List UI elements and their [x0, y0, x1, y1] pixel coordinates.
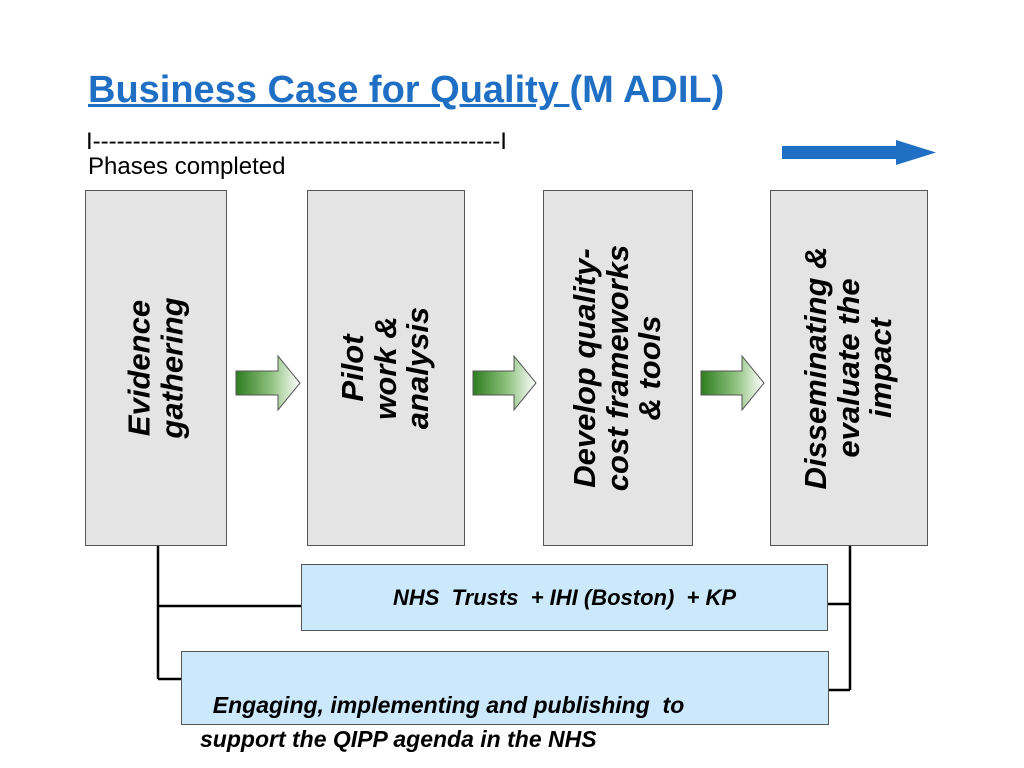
engagement-text: Engaging, implementing and publishing to…: [200, 691, 685, 753]
green-arrow-2: [472, 354, 537, 412]
phase-label: Disseminating & evaluate the impact: [798, 246, 899, 490]
connector-lines: [156, 546, 852, 692]
green-arrow-3: [700, 354, 765, 412]
phase-box-pilot-work: Pilot work & analysis: [307, 190, 465, 546]
partners-box: NHS Trusts + IHI (Boston) + KP: [301, 564, 828, 631]
engagement-box: Engaging, implementing and publishing to…: [181, 651, 829, 752]
phase-label: Evidence gathering: [121, 297, 189, 439]
direction-arrow: [782, 140, 936, 165]
green-arrow-1: [235, 354, 301, 412]
phase-label: Develop quality- cost frameworks & tools: [567, 244, 668, 492]
phases-completed-label: Phases completed: [88, 153, 286, 180]
phase-label: Pilot work & analysis: [335, 306, 436, 430]
slide-title: Business Case for Quality (M ADIL): [88, 68, 724, 114]
phase-progress-line: I---------------------------------------…: [86, 128, 507, 155]
partners-text: NHS Trusts + IHI (Boston) + KP: [392, 584, 737, 610]
phase-box-develop-frameworks: Develop quality- cost frameworks & tools: [543, 190, 693, 546]
phase-box-evidence-gathering: Evidence gathering: [85, 190, 227, 546]
phase-box-disseminating: Disseminating & evaluate the impact: [770, 190, 928, 546]
title-link[interactable]: Business Case for Quality: [88, 69, 570, 111]
title-suffix: (M ADIL): [569, 69, 725, 111]
